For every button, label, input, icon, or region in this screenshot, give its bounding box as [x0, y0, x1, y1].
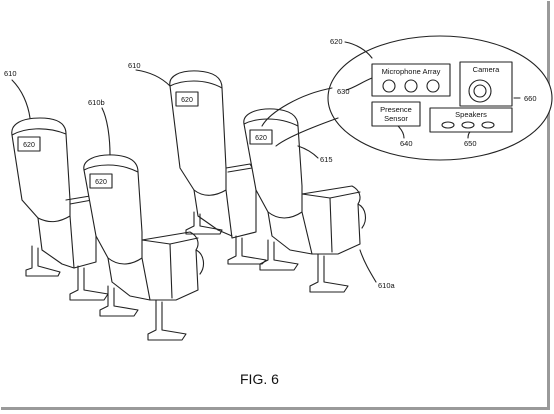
theater-seat-back-middle	[169, 70, 267, 265]
seat-screen-label-3: 620	[181, 97, 193, 104]
camera-label: Camera	[473, 65, 501, 74]
speakers-label: Speakers	[455, 110, 487, 119]
seat-screen-label-1: 620	[23, 142, 35, 149]
ref-640: 640	[400, 139, 413, 148]
seat-screen-label-2: 620	[95, 179, 107, 186]
speaker-icon-1	[441, 121, 455, 129]
presence-sensor-label-line1: Presence	[380, 105, 412, 114]
presence-sensor-box	[371, 101, 421, 127]
figure-caption: FIG. 6	[240, 371, 279, 387]
component-callout	[261, 35, 553, 161]
microphone-icon-3	[426, 79, 440, 93]
seat-screen-3	[175, 91, 199, 107]
microphone-icon-1	[382, 79, 396, 93]
theater-seat-front-left	[83, 154, 205, 341]
ref-610b: 610b	[88, 98, 105, 107]
ref-615: 615	[320, 155, 333, 164]
page-frame	[1, 1, 550, 410]
ref-660: 660	[524, 94, 537, 103]
speaker-icon-2	[461, 121, 475, 129]
speaker-icon-3	[481, 121, 495, 129]
seat-screen-2	[89, 173, 113, 189]
seat-screen-1	[17, 136, 41, 152]
theater-seat-back-left	[11, 117, 109, 301]
camera-box	[459, 61, 513, 107]
microphone-icon-2	[404, 79, 418, 93]
ref-630: 630	[337, 87, 350, 96]
seat-screen-4	[249, 129, 273, 145]
ref-610a: 610a	[378, 281, 396, 290]
ref-610-left: 610	[4, 69, 17, 78]
seat-screen-label-4: 620	[255, 135, 267, 142]
ref-620: 620	[330, 37, 343, 46]
microphone-array-label: Microphone Array	[382, 67, 441, 76]
presence-sensor-label-line2: Sensor	[384, 114, 408, 123]
ref-650: 650	[464, 139, 477, 148]
camera-lens-icon	[468, 79, 492, 103]
ref-610-middle: 610	[128, 61, 141, 70]
